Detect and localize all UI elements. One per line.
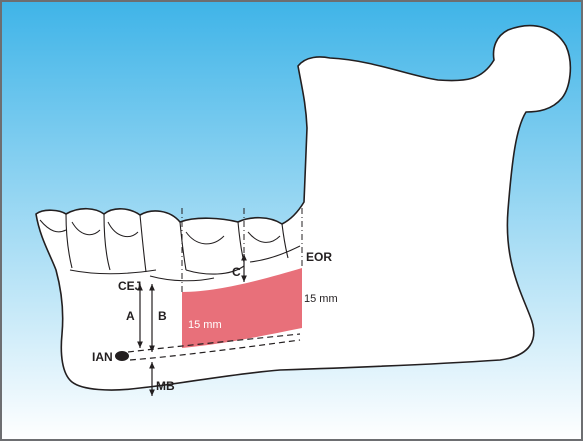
label-b: B xyxy=(158,309,167,323)
label-mb: MB xyxy=(156,379,175,393)
label-eor: EOR xyxy=(306,250,332,264)
ian-foramen xyxy=(115,351,129,361)
label-graft-height-right: 15 mm xyxy=(304,293,338,305)
label-a: A xyxy=(126,309,135,323)
label-cej: CEJ xyxy=(118,279,141,293)
label-graft-height-inside: 15 mm xyxy=(188,319,222,331)
label-ian: IAN xyxy=(92,350,113,364)
label-c: C xyxy=(232,265,241,279)
